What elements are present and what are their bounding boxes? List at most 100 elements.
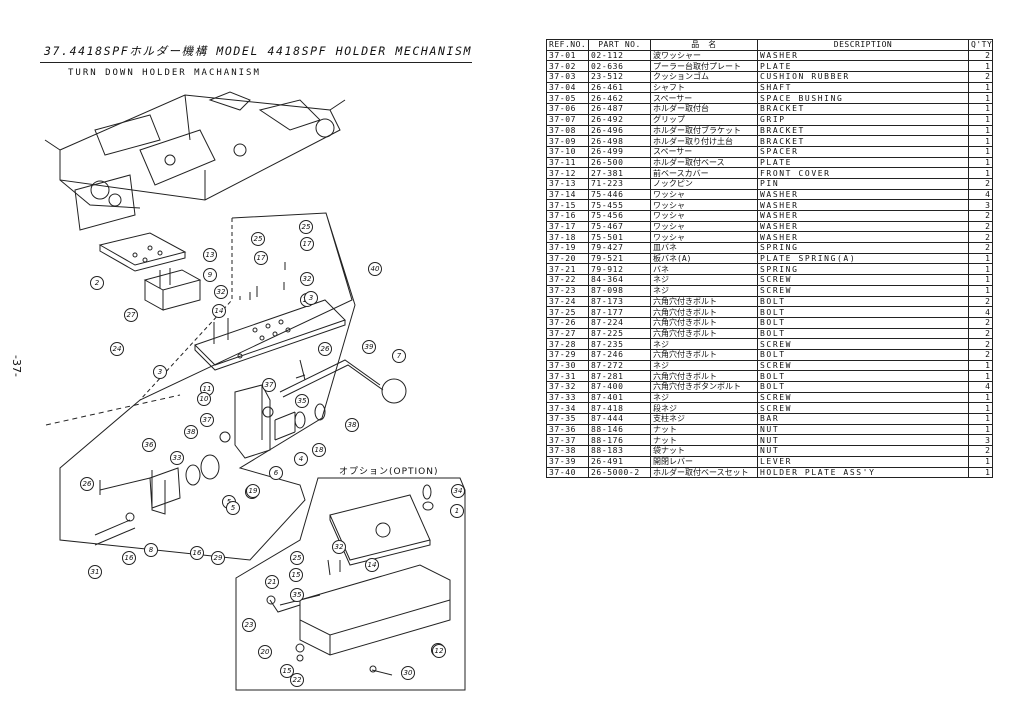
cell-name: シャフト xyxy=(650,81,758,94)
cell-qty: 2 xyxy=(968,338,993,350)
cell-description: HOLDER PLATE ASS'Y xyxy=(757,466,969,479)
cell-name: プーラー台取付プレート xyxy=(650,60,758,73)
cell-part-no: 23-512 xyxy=(588,71,651,83)
cell-name: ナット xyxy=(650,434,758,447)
cell-part-no: 87-401 xyxy=(588,391,651,404)
cell-ref: 37-34 xyxy=(546,402,589,415)
cell-qty: 1 xyxy=(968,413,993,425)
cell-name: ワッシャ xyxy=(650,210,758,222)
cell-description: NUT xyxy=(757,445,969,457)
part-callout: 20 xyxy=(258,645,272,659)
cell-name: 六角穴付きボルト xyxy=(650,370,758,382)
cell-name: ナット xyxy=(650,423,758,436)
col-header-ref: REF.NO. xyxy=(546,39,589,51)
part-callout: 37 xyxy=(262,378,276,392)
cell-ref: 37-19 xyxy=(546,242,589,254)
cell-ref: 37-18 xyxy=(546,231,589,244)
cell-qty: 1 xyxy=(968,391,993,404)
cell-ref: 37-25 xyxy=(546,306,589,318)
option-boundary xyxy=(235,477,466,691)
cell-description: BOLT xyxy=(757,370,969,382)
cell-qty: 1 xyxy=(968,423,993,436)
holder-plate xyxy=(194,262,346,371)
cell-qty: 1 xyxy=(968,466,993,479)
cell-ref: 37-11 xyxy=(546,156,589,169)
parts-list-table: REF.NO. PART NO. 品 名 DESCRIPTION Q'TY 37… xyxy=(546,39,993,479)
cell-description: SHAFT xyxy=(757,81,969,94)
cell-qty: 1 xyxy=(968,455,993,468)
part-callout: 36 xyxy=(142,438,156,452)
cell-part-no: 02-112 xyxy=(588,49,651,62)
cell-description: WASHER xyxy=(757,231,969,244)
cell-qty: 1 xyxy=(968,263,993,276)
part-callout: 30 xyxy=(401,666,415,680)
cell-description: SCREW xyxy=(757,391,969,404)
cell-part-no: 87-225 xyxy=(588,327,651,340)
cell-qty: 2 xyxy=(968,316,993,329)
cell-name: ネジ xyxy=(650,284,758,297)
cell-name: 袋ナット xyxy=(650,445,758,457)
cell-qty: 1 xyxy=(968,167,993,179)
cell-ref: 37-21 xyxy=(546,263,589,276)
cell-part-no: 87-098 xyxy=(588,284,651,297)
cell-description: PIN xyxy=(757,177,969,190)
col-header-desc: DESCRIPTION xyxy=(757,39,969,51)
cell-ref: 37-27 xyxy=(546,327,589,340)
cell-qty: 2 xyxy=(968,71,993,83)
bracket-part-2 xyxy=(98,232,202,311)
cell-part-no: 87-224 xyxy=(588,316,651,329)
cell-description: SCREW xyxy=(757,359,969,372)
cell-ref: 37-03 xyxy=(546,71,589,83)
cell-ref: 37-09 xyxy=(546,135,589,147)
cell-part-no: 87-272 xyxy=(588,359,651,372)
cell-part-no: 79-521 xyxy=(588,252,651,265)
cell-ref: 37-32 xyxy=(546,381,589,393)
cell-name: スペーサー xyxy=(650,145,758,158)
table-header-row: REF.NO. PART NO. 品 名 DESCRIPTION Q'TY xyxy=(546,39,993,51)
section-subtitle: TURN DOWN HOLDER MACHANISM xyxy=(68,68,261,78)
cell-part-no: 84-364 xyxy=(588,274,651,286)
cell-ref: 37-36 xyxy=(546,423,589,436)
part-callout: 32 xyxy=(300,272,314,286)
part-callout: 19 xyxy=(246,484,260,498)
cell-name: スペーサー xyxy=(650,92,758,105)
cell-name: グリップ xyxy=(650,113,758,126)
cell-part-no: 87-177 xyxy=(588,306,651,318)
cell-part-no: 26-491 xyxy=(588,455,651,468)
cell-ref: 37-01 xyxy=(546,49,589,62)
cell-part-no: 02-636 xyxy=(588,60,651,73)
cell-part-no: 87-400 xyxy=(588,381,651,393)
part-callout: 13 xyxy=(203,248,217,262)
cell-part-no: 79-427 xyxy=(588,242,651,254)
cell-description: BOLT xyxy=(757,306,969,318)
cell-name: ホルダー取付ブラケット xyxy=(650,124,758,137)
cell-ref: 37-15 xyxy=(546,199,589,211)
part-callout: 14 xyxy=(212,304,226,318)
cell-part-no: 88-183 xyxy=(588,445,651,457)
part-callout: 3 xyxy=(153,365,167,379)
cell-description: BAR xyxy=(757,413,969,425)
cell-qty: 2 xyxy=(968,49,993,62)
cell-name: 波ワッシャー xyxy=(650,49,758,62)
part-callout: 26 xyxy=(80,477,94,491)
part-callout: 25 xyxy=(299,220,313,234)
part-callout: 32 xyxy=(332,540,346,554)
col-header-qty: Q'TY xyxy=(968,39,993,51)
cell-part-no: 87-281 xyxy=(588,370,651,382)
machine-frame xyxy=(44,91,346,231)
